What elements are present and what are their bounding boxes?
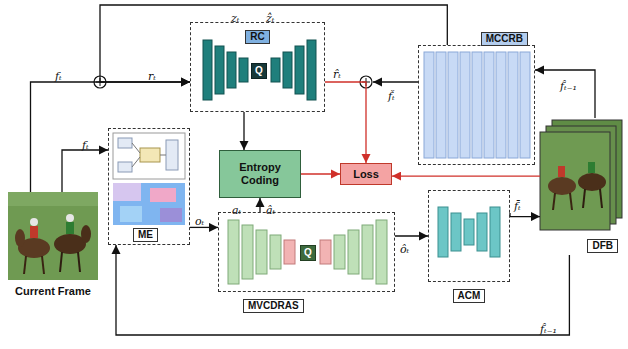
text-holder: ACM (429, 285, 509, 303)
flow-arrow (243, 112, 244, 150)
estimation-block: ME (108, 128, 190, 245)
frame-buffer-picture (540, 120, 622, 230)
text-holder: f̂ₜ₋₁ (560, 76, 577, 94)
loss-box: Loss (340, 163, 392, 185)
text-holder: oₜ (195, 211, 204, 229)
node-text: Loss (353, 168, 379, 181)
signal-label: rₜ (148, 70, 156, 83)
flow-arrow (116, 245, 569, 335)
text-holder: fₜ (82, 135, 89, 153)
node-text: Q (255, 65, 263, 77)
text-holder: aₜ (232, 200, 241, 218)
flow-arrow (535, 70, 595, 118)
text-holder: ẑₜ (266, 8, 275, 26)
flow-arrow (62, 150, 108, 192)
node-text: DFB (587, 239, 618, 253)
text-holder: âₜ (266, 200, 275, 218)
process-box: Entropy Coding (219, 150, 301, 198)
motion-codec-layers (228, 220, 387, 284)
node-text: MVCDRAS (243, 299, 304, 313)
motion-estimation-picture (113, 133, 185, 225)
compensation-block: ACM (428, 190, 510, 282)
compensation-layers (438, 207, 500, 257)
node-text: RC (245, 30, 269, 44)
signal-label: fₜ (82, 139, 89, 152)
text-holder: DFB (587, 235, 618, 253)
signal-label: zₜ (231, 12, 240, 25)
signal-label: f̄ₜ (514, 200, 521, 213)
node-text: Current Frame (8, 285, 98, 298)
flow-arrow (301, 173, 340, 174)
text-holder: f̄ₜ (514, 196, 521, 214)
text-holder: rₜ (148, 66, 156, 84)
signal-label: ẑₜ (266, 12, 275, 25)
codec-block: MVCDRASQ (218, 212, 395, 292)
signal-label: f̂ₜ₋₁ (540, 323, 557, 336)
text-holder: fₜ (55, 66, 62, 84)
text-holder: zₜ (231, 8, 240, 26)
signal-label: r̂ₜ (333, 68, 341, 81)
flow-arrow (259, 198, 260, 212)
signal-label: fₜ (55, 70, 62, 83)
node-text: ME (133, 228, 158, 242)
input-frame: Current Frame (8, 192, 98, 298)
signal-label: f̌ₜ (388, 90, 395, 103)
codec-block: RC Q (190, 22, 325, 112)
flow-arrow (100, 5, 447, 82)
signal-label: âₜ (266, 204, 275, 217)
node-text: ACM (453, 289, 486, 303)
flow-arrow (392, 175, 540, 176)
signal-label: ôₜ (400, 243, 409, 256)
node-text: MCCRB (481, 32, 528, 46)
text-holder: MCCRB (481, 28, 528, 46)
text-holder: MVCDRAS (243, 295, 304, 313)
flow-arrow (325, 82, 366, 163)
text-holder: RC (191, 26, 324, 44)
signal-label: f̂ₜ₋₁ (560, 80, 577, 93)
signal-label: oₜ (195, 215, 204, 228)
signal-label: aₜ (232, 204, 241, 217)
text-holder: ME (133, 224, 158, 242)
text-holder: ôₜ (400, 239, 409, 257)
residual-codec-layers (203, 40, 316, 100)
node-text: Entropy Coding (220, 161, 300, 187)
refinement-block: MCCRB (418, 45, 535, 165)
flow-arrow (510, 213, 540, 217)
frame-buffer: DFB (540, 118, 624, 255)
refinement-block-stack (424, 52, 530, 158)
flow-arrow (395, 235, 428, 236)
current-frame-picture (8, 192, 98, 280)
text-holder: r̂ₜ (333, 64, 341, 82)
text-holder: f̂ₜ₋₁ (540, 319, 557, 337)
flow-arrow (31, 82, 191, 192)
node-text: Q (304, 247, 312, 259)
flow-arrow (190, 227, 218, 228)
quantizer-box: Q (251, 63, 267, 79)
text-holder: Current Frame (8, 285, 98, 298)
text-holder: f̌ₜ (388, 86, 395, 104)
quantizer-box: Q (300, 245, 316, 261)
